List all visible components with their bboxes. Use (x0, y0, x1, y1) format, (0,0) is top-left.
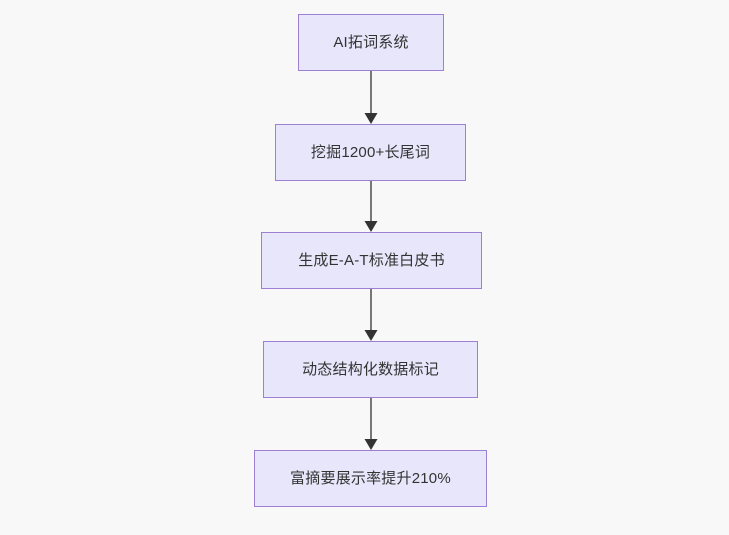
flow-node-label: 生成E-A-T标准白皮书 (298, 252, 445, 269)
flow-node-label: 富摘要展示率提升210% (290, 470, 451, 487)
flow-node-dynamic-structured-data-markup[interactable]: 动态结构化数据标记 (263, 341, 478, 398)
edge-arrow-icon (364, 71, 378, 124)
flow-node-label: AI拓词系统 (333, 34, 409, 51)
edge-arrow-icon (364, 398, 378, 450)
flow-node-mine-longtail-keywords[interactable]: 挖掘1200+长尾词 (275, 124, 466, 181)
flow-node-ai-keyword-system[interactable]: AI拓词系统 (298, 14, 444, 71)
flow-node-label: 挖掘1200+长尾词 (310, 144, 431, 161)
flow-node-label: 动态结构化数据标记 (302, 361, 439, 378)
edge-arrow-icon (364, 181, 378, 232)
edge-arrow-icon (364, 289, 378, 341)
flow-node-generate-eat-whitepaper[interactable]: 生成E-A-T标准白皮书 (261, 232, 482, 289)
flow-node-rich-snippet-rate-increase[interactable]: 富摘要展示率提升210% (254, 450, 487, 507)
